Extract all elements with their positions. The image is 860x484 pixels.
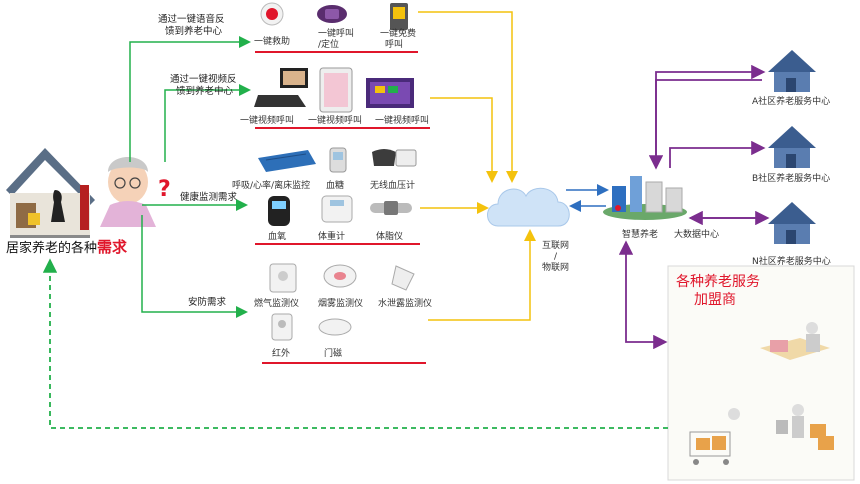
- question-mark-icon: ?: [158, 177, 171, 202]
- device-glucose-meter-icon: [329, 147, 347, 173]
- device-label-video2: 一键视频呼叫: [308, 114, 362, 126]
- partner-shopping-illustration: [689, 408, 740, 465]
- cloud-icon: [487, 187, 570, 227]
- device-sleep-pad-icon: [258, 150, 316, 172]
- device-label-gas: 燃气监测仪: [254, 297, 299, 309]
- row-underline-voice: [255, 51, 418, 53]
- community-n-label: N社区养老服务中心: [752, 255, 831, 267]
- device-label-door: 门磁: [324, 347, 342, 359]
- device-tv-icon: [366, 78, 414, 108]
- row-underline-security: [262, 362, 426, 364]
- center-label-smart: 智慧养老: [622, 228, 658, 240]
- device-label-free-call: 一键免费呼叫: [380, 27, 416, 50]
- device-water-leak-icon: [391, 265, 415, 291]
- device-infrared-icon: [271, 313, 293, 341]
- cloud-label-3: 物联网: [542, 261, 569, 273]
- community-a-label: A社区养老服务中心: [752, 95, 830, 107]
- cloud-label-1: 互联网: [542, 240, 569, 251]
- device-label-video1: 一键视频呼叫: [240, 114, 294, 126]
- device-smoke-detector-icon: [323, 264, 357, 288]
- device-gas-detector-icon: [269, 263, 297, 293]
- partners-title-line2: 加盟商: [694, 292, 736, 308]
- row-underline-health: [255, 243, 420, 245]
- device-phone-icon: [390, 3, 408, 30]
- community-b-label: B社区养老服务中心: [752, 172, 830, 184]
- branch-label-security: 安防需求: [188, 296, 227, 308]
- device-label-infrared: 红外: [272, 347, 290, 359]
- home-illustration: [6, 148, 95, 238]
- device-scale-icon: [321, 195, 353, 223]
- cloud-label-2: /: [554, 252, 558, 262]
- device-label-water: 水泄露监测仪: [378, 297, 432, 309]
- branch-label-voice: 通过一键语音反馈到养老中心: [158, 13, 225, 37]
- device-video-phone-icon: [254, 68, 308, 107]
- branch-label-video: 通过一键视频反馈到养老中心: [170, 73, 237, 97]
- device-body-fat-icon: [370, 201, 412, 215]
- device-label-sos: 一键救助: [254, 35, 290, 47]
- device-oximeter-icon: [268, 196, 290, 226]
- blue-flow-lines: [566, 184, 609, 212]
- device-label-glucose: 血糖: [326, 179, 344, 191]
- purple-flow-lines: [618, 64, 770, 350]
- device-blood-pressure-icon: [372, 149, 417, 167]
- device-label-bp: 无线血压计: [370, 179, 415, 191]
- branch-label-health: 健康监测需求: [180, 191, 238, 203]
- partners-title-line1: 各种养老服务: [676, 274, 760, 290]
- device-label-oxygen: 血氧: [268, 230, 286, 242]
- partner-desk-illustration: [760, 322, 830, 360]
- device-tablet-icon: [319, 67, 353, 113]
- center-label-bigdata: 大数据中心: [674, 228, 719, 240]
- device-label-vitals: 呼吸/心率/离床监控: [232, 179, 310, 191]
- yellow-flow-lines: [418, 11, 536, 321]
- device-label-video3: 一键视频呼叫: [375, 114, 429, 126]
- community-b-house-icon: [768, 126, 816, 168]
- elder-person-illustration: ?: [100, 157, 171, 227]
- community-n-house-icon: [768, 202, 816, 244]
- row-underline-video: [255, 127, 430, 129]
- green-branch-lines: [129, 36, 251, 318]
- device-label-smoke: 烟雾监测仪: [318, 297, 363, 309]
- device-sos-icon: [260, 2, 284, 26]
- device-label-locate: 一键呼叫/定位: [318, 27, 354, 50]
- smart-center-illustration: [603, 176, 687, 220]
- device-wristband-icon: [317, 5, 347, 23]
- device-door-sensor-icon: [318, 318, 352, 336]
- page-title: 居家养老的各种需求: [6, 238, 128, 256]
- community-a-house-icon: [768, 50, 816, 92]
- device-label-scale: 体重计: [318, 230, 345, 242]
- partner-delivery-illustration: [776, 404, 834, 450]
- device-label-fat: 体脂仪: [376, 230, 403, 242]
